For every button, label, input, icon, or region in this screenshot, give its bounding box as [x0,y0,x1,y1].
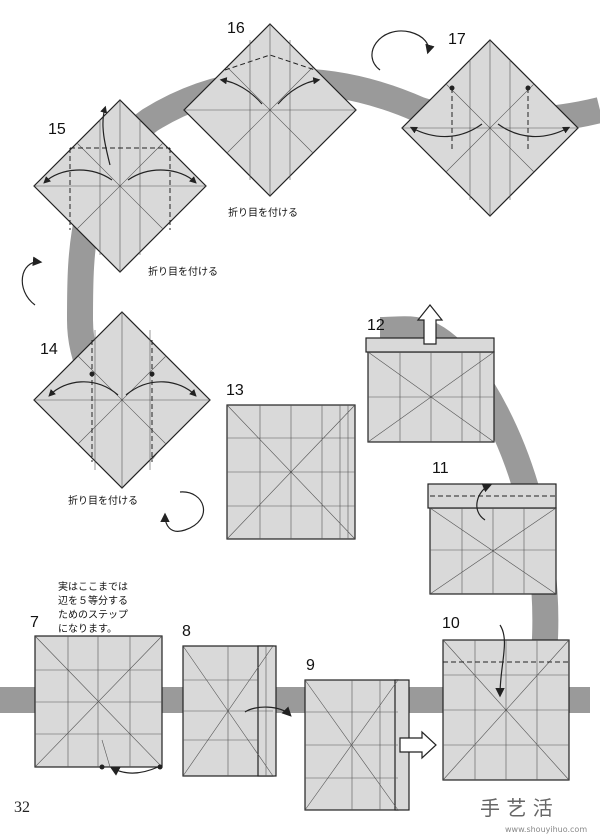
step-number: 11 [432,460,449,477]
step-13: 13 [226,382,356,540]
step-number: 15 [48,121,66,138]
step-number: 10 [442,615,460,632]
page-number: 32 [14,799,30,816]
step-11: 11 [427,460,557,595]
step-9: 9 [304,657,437,811]
step-number: 12 [367,317,385,334]
crease-caption-15: 折り目を付ける [148,265,218,278]
step-10: 10 [442,615,570,781]
step-number: 16 [227,20,245,37]
watermark-url: www.shouyihuo.com [505,825,587,834]
note-line-1: 実はここまでは [58,580,128,593]
note-line-4: になります。 [58,623,117,635]
step-number: 7 [30,614,39,631]
crease-caption-14: 折り目を付ける [68,494,138,507]
crease-caption-16: 折り目を付ける [228,206,298,219]
step-17: 17 [401,31,579,217]
step-8: 8 [182,623,292,777]
step-16: 16 [183,20,357,197]
step-7: 7 [30,614,163,776]
step-number: 13 [226,382,244,399]
step-number: 17 [448,31,466,48]
step-14: 14 [33,311,211,489]
step-12: 12 [365,304,495,443]
watermark-logo: 手 艺 活 [480,796,553,820]
step-15: 15 [33,99,207,273]
step-number: 14 [40,341,58,358]
step-number: 8 [182,623,191,640]
step-number: 9 [306,657,315,674]
note-line-3: ためのステップ [58,609,128,621]
note-line-2: 辺を５等分する [58,594,128,607]
